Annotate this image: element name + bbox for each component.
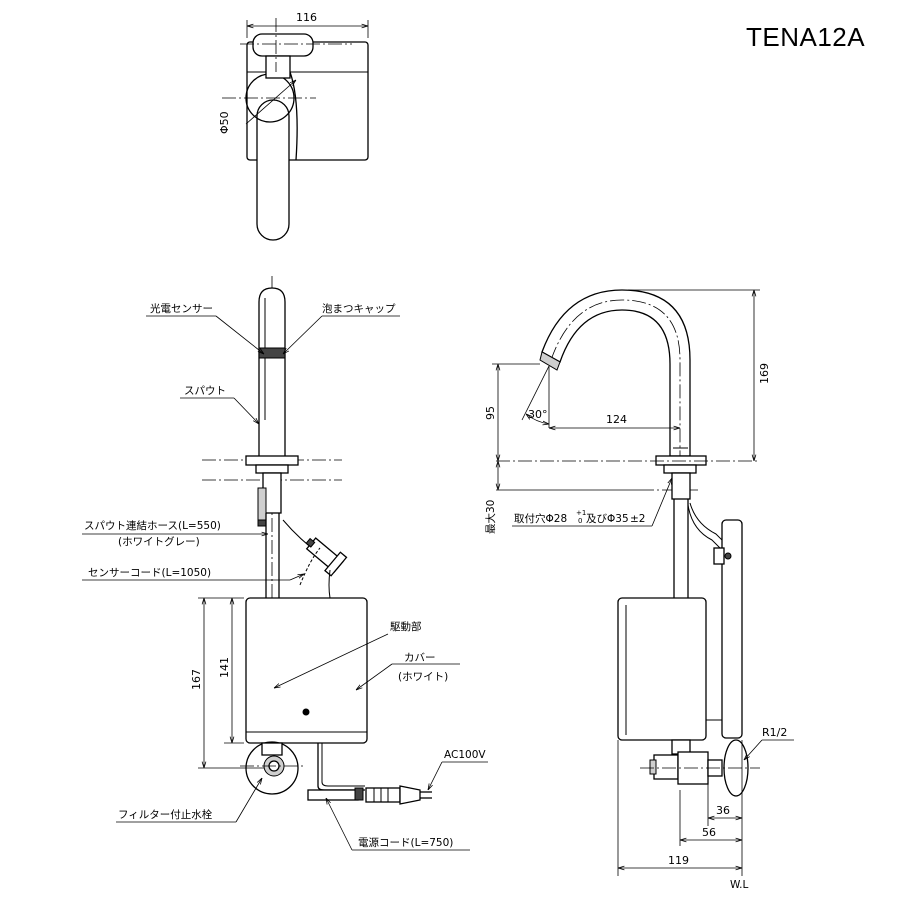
side-flange [655, 455, 707, 466]
label-filter-valve: フィルター付止水栓 [118, 808, 213, 821]
label-drive-unit: 駆動部 [390, 620, 422, 633]
top-view: 116 Φ50 [218, 11, 369, 241]
side-wall-plate [721, 519, 743, 739]
dim-169: 169 [758, 363, 771, 384]
side-view: 169 95 30° 124 最大30 取付穴Φ28 +1 0 及びΦ35 ±2… [484, 289, 794, 891]
dim-angle-30: 30° [528, 408, 548, 421]
label-ac100v: AC100V [444, 749, 486, 761]
sensor-cord-connector [305, 537, 348, 577]
front-flange [245, 455, 299, 466]
dim-max30: 最大30 [484, 500, 497, 534]
label-mounting-hole-2: 及びΦ35 [586, 513, 629, 525]
dim-36: 36 [716, 804, 730, 817]
dim-56: 56 [702, 826, 716, 839]
label-spout-hose-color: (ホワイトグレー) [118, 535, 200, 548]
label-hole-tol-2: ±2 [630, 513, 645, 525]
dim-95: 95 [484, 406, 497, 420]
label-wl: W.L [730, 879, 749, 891]
label-photo-sensor: 光電センサー [150, 302, 213, 315]
label-r12: R1/2 [762, 726, 787, 739]
label-cover: カバー [404, 652, 436, 664]
dim-119: 119 [668, 854, 689, 867]
label-sensor-cord: センサーコード(L=1050) [88, 567, 211, 579]
drive-unit-box [245, 597, 368, 744]
front-spout [258, 287, 286, 459]
power-plug [399, 785, 421, 805]
top-view-handle [252, 33, 314, 57]
label-mounting-hole: 取付穴Φ28 [514, 512, 567, 525]
label-hole-tol-upper: +1 [576, 509, 586, 517]
dim-phi50: Φ50 [218, 111, 231, 134]
front-view: 光電センサー 泡まつキャップ スパウト スパウト連結ホース(L=550) (ホワ… [82, 276, 488, 851]
dim-116: 116 [296, 11, 317, 24]
power-plug-body [365, 787, 401, 803]
dim-167: 167 [190, 669, 203, 690]
label-spout: スパウト [184, 385, 226, 397]
model-number: TENA12A [746, 22, 866, 52]
power-cord-clamp [307, 789, 359, 801]
label-hole-tol-lower: 0 [578, 517, 582, 525]
side-spout [541, 289, 691, 457]
label-spout-hose: スパウト連結ホース(L=550) [84, 519, 221, 532]
label-power-cord: 電源コード(L=750) [358, 836, 453, 849]
drive-unit-led [302, 708, 310, 716]
dim-141: 141 [218, 657, 231, 678]
side-drive-unit [617, 597, 707, 741]
label-aerator-cap: 泡まつキャップ [322, 302, 396, 315]
label-cover-color: (ホワイト) [398, 671, 448, 683]
dim-124: 124 [606, 413, 627, 426]
side-valve-body [653, 754, 679, 780]
